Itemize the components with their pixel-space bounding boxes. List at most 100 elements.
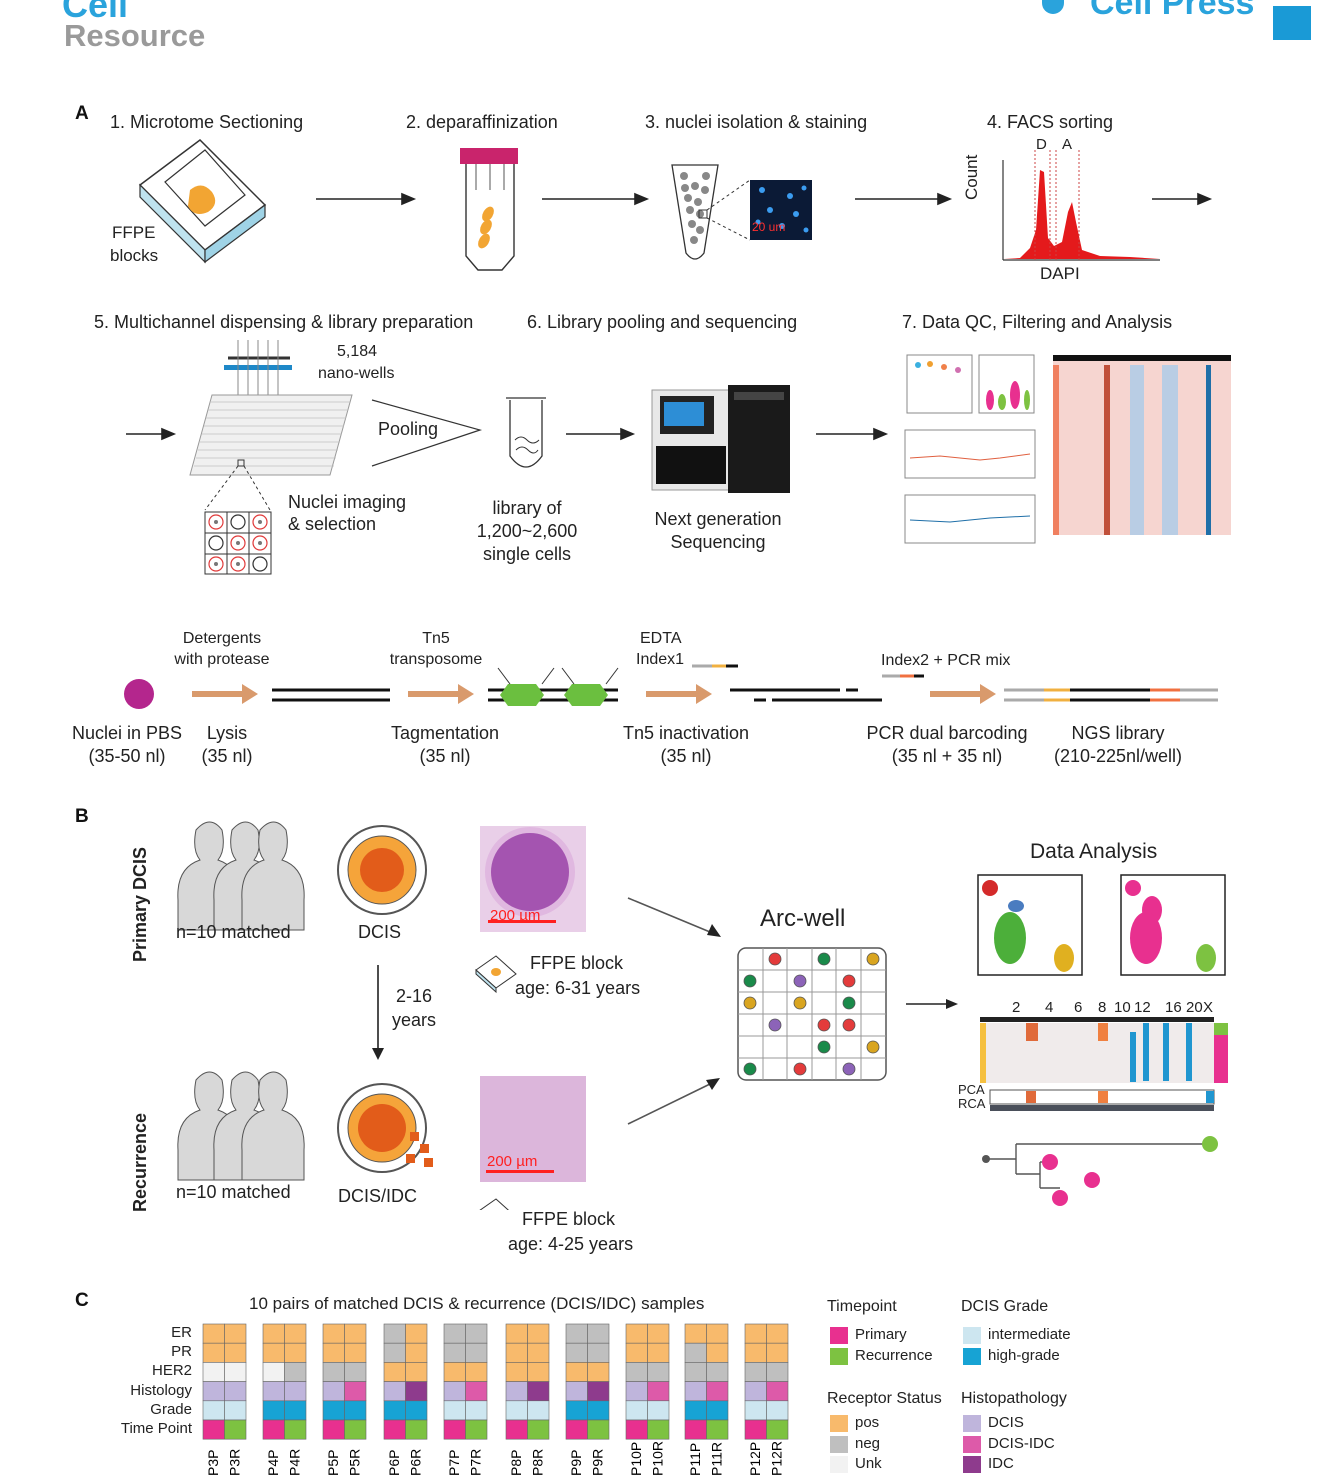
interval-1: 2-16	[396, 986, 433, 1006]
annotation-cell	[527, 1419, 550, 1440]
annotation-cell	[465, 1381, 488, 1402]
annotation-cell	[262, 1362, 285, 1382]
legend-receptor-title: Receptor Status	[827, 1390, 942, 1407]
annotation-cell	[647, 1362, 670, 1382]
reagent-4: Index2 + PCR mix	[881, 652, 1011, 669]
reagent-1a: Detergents	[182, 630, 262, 647]
annotation-cell	[766, 1400, 789, 1421]
wells-count: 5,184	[337, 343, 378, 360]
dispenser-icon	[224, 340, 292, 405]
annotation-cell	[706, 1362, 729, 1382]
annotation-cell	[443, 1400, 466, 1421]
annotation-cell	[706, 1323, 729, 1344]
annotation-cell	[647, 1342, 670, 1363]
sample-label: P9P	[568, 1450, 584, 1476]
annotation-cell	[625, 1342, 648, 1363]
sample-label: P7P	[446, 1450, 462, 1476]
annotation-cell	[383, 1381, 406, 1402]
ffpe-block-recurrence: FFPE block	[522, 1209, 616, 1229]
umap-clusters	[977, 874, 1226, 976]
annotation-cell	[527, 1381, 550, 1402]
legend-label: intermediate	[988, 1326, 1071, 1343]
annotation-cell	[443, 1342, 466, 1363]
legend-swatch	[963, 1327, 981, 1344]
ffpe-mini-icon-2	[479, 1198, 509, 1210]
annotation-cell	[587, 1323, 610, 1344]
journal-name: Cell	[62, 0, 129, 25]
annotation-cell	[505, 1323, 528, 1344]
annotation-cell	[587, 1419, 610, 1440]
annotation-cell	[565, 1362, 588, 1382]
legend-label: Unk	[855, 1455, 882, 1472]
annotation-cell	[706, 1342, 729, 1363]
annotation-cell	[383, 1362, 406, 1382]
annotation-cell	[744, 1400, 767, 1421]
ffpe-label-1: FFPE	[112, 223, 156, 242]
annotation-cell	[744, 1419, 767, 1440]
legend-label: neg	[855, 1434, 881, 1452]
row-label: Time Point	[120, 1420, 192, 1437]
stage-tn5-vol: (35 nl)	[660, 746, 712, 766]
dcis-duct-icon	[337, 825, 427, 915]
ngs-label-1: Next generation	[654, 509, 782, 529]
facs-histogram	[1002, 150, 1160, 261]
annotation-cell	[744, 1342, 767, 1363]
chrom-8: 8	[1098, 999, 1107, 1016]
library-label-1: library of	[492, 498, 562, 518]
ffpe-block-primary: FFPE block	[530, 953, 624, 973]
qc-plots	[904, 354, 1231, 544]
annotation-cell	[766, 1419, 789, 1440]
annotation-cell	[202, 1362, 225, 1382]
panel-c-title: 10 pairs of matched DCIS & recurrence (D…	[249, 1294, 705, 1313]
annotation-cell	[202, 1400, 225, 1421]
annotation-cell	[284, 1381, 307, 1402]
nucleus-icon	[124, 679, 154, 709]
panel-a-row2-graphics	[126, 340, 1231, 575]
pca-label: PCA	[958, 1082, 985, 1097]
annotation-cell	[383, 1419, 406, 1440]
annotation-cell	[706, 1400, 729, 1421]
sequencer-icon	[651, 385, 790, 493]
step-5-title: 5. Multichannel dispensing & library pre…	[94, 312, 474, 332]
histology-recurrence-image	[480, 1076, 586, 1182]
annotation-cell	[224, 1323, 247, 1344]
annotation-cell	[383, 1323, 406, 1344]
annotation-cell	[565, 1400, 588, 1421]
annotation-cell	[465, 1342, 488, 1363]
annotation-cell	[766, 1381, 789, 1402]
legend-grade-title: DCIS Grade	[961, 1298, 1049, 1315]
corner-tab	[1273, 6, 1311, 40]
annotation-cell	[625, 1381, 648, 1402]
panel-a-label: A	[75, 103, 89, 124]
row-label: ER	[171, 1324, 192, 1341]
legend-label: IDC	[988, 1455, 1014, 1472]
n-primary: n=10 matched	[176, 922, 291, 942]
step-4-title: 4. FACS sorting	[987, 112, 1114, 132]
dcis-idc-label: DCIS/IDC	[338, 1186, 418, 1206]
annotation-cell	[322, 1323, 345, 1344]
chrom-12: 12	[1134, 999, 1151, 1016]
annotation-cell	[262, 1419, 285, 1440]
wells-label: nano-wells	[318, 365, 395, 382]
legend-swatch	[963, 1415, 981, 1432]
sample-label: P4P	[265, 1450, 281, 1476]
imaging-label-2: & selection	[288, 514, 377, 534]
age-recurrence: age: 4-25 years	[508, 1234, 634, 1254]
ffpe-block-icon	[138, 139, 267, 264]
annotation-cell	[647, 1323, 670, 1344]
stage-tn5: Tn5 inactivation	[622, 723, 750, 743]
annotation-cell	[505, 1419, 528, 1440]
annotation-cell	[647, 1381, 670, 1402]
arc-well-grid	[737, 947, 887, 1081]
sample-label: P11R	[709, 1442, 725, 1476]
step-2-title: 2. deparaffinization	[406, 112, 558, 132]
sample-label: P7R	[468, 1449, 484, 1476]
sample-label: P6P	[386, 1450, 402, 1476]
annotation-cell	[684, 1381, 707, 1402]
cna-heatmap	[980, 1017, 1228, 1111]
annotation-cell	[565, 1419, 588, 1440]
annotation-cell	[443, 1381, 466, 1402]
histology-primary-image	[480, 826, 586, 932]
annotation-cell	[625, 1419, 648, 1440]
